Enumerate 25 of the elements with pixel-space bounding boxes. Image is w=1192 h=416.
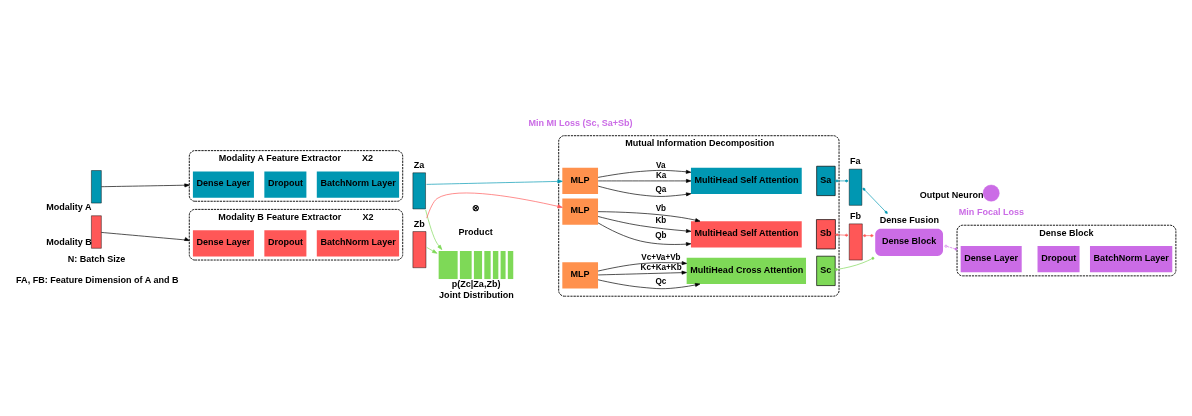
label: Min Focal Loss	[958, 206, 1025, 217]
node-label: Zb	[413, 218, 425, 229]
node-label: Fa	[850, 155, 861, 166]
node-label: Modality A	[46, 201, 92, 212]
node-label: Fb	[850, 210, 862, 221]
node-label: Dense Fusion	[879, 214, 939, 225]
node-label: Joint Distribution	[439, 289, 514, 300]
edge-label: Kb	[655, 215, 667, 225]
label: ⊗	[471, 202, 480, 213]
label: Min MI Loss (Sc, Sa+Sb)	[528, 117, 633, 128]
edge-label: Qb	[655, 230, 667, 240]
edge-label: Qc	[655, 276, 667, 286]
node-label: p(Zc|Za,Zb)	[451, 278, 501, 289]
label: Product	[458, 226, 493, 237]
edge-label: Vc+Va+Vb	[641, 252, 681, 262]
edge-label: Qa	[655, 184, 667, 194]
node-label: Output Neuron	[919, 189, 984, 200]
edge-label: Kc+Ka+Kb	[640, 262, 682, 272]
edge-label: Vb	[655, 202, 667, 212]
edge-label: Va	[656, 160, 666, 170]
node-label: Za	[413, 159, 425, 170]
node-label: X2	[362, 211, 374, 222]
edge-label: Ka	[655, 170, 667, 180]
node-label: X2	[362, 152, 374, 163]
label: FA, FB: Feature Dimension of A and B	[16, 274, 179, 285]
